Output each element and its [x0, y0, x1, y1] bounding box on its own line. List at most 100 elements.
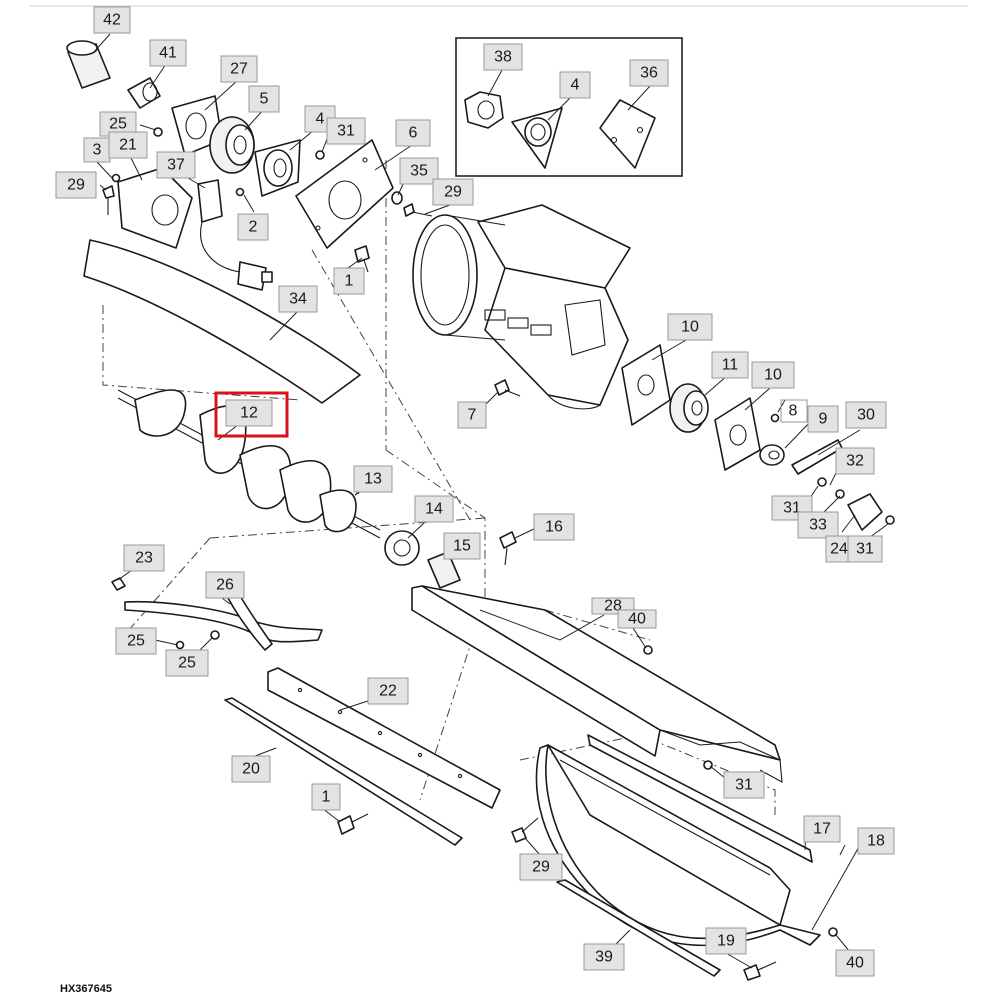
fasteners-upper: [102, 127, 433, 273]
svg-text:36: 36: [640, 65, 658, 82]
svg-text:29: 29: [444, 184, 462, 201]
part-24-knob: [817, 477, 895, 531]
figure-id: HX367645: [60, 983, 112, 995]
callout-5: 5: [248, 85, 280, 113]
svg-text:11: 11: [722, 357, 739, 374]
callout-7: 7: [457, 401, 487, 429]
svg-text:34: 34: [289, 291, 307, 308]
part-11-bearing: [669, 383, 709, 433]
part-20-strip: [224, 697, 463, 846]
svg-text:22: 22: [379, 683, 397, 700]
svg-text:31: 31: [783, 500, 801, 517]
svg-text:20: 20: [242, 761, 260, 778]
svg-text:31: 31: [337, 123, 355, 140]
callout-15: 15: [443, 532, 481, 560]
callout-4: 4: [559, 71, 591, 99]
svg-text:40: 40: [846, 955, 864, 972]
part-9-collar: [759, 413, 785, 466]
callout-38: 38: [483, 43, 523, 71]
part-16-bolt: [499, 531, 517, 566]
svg-text:21: 21: [119, 137, 137, 154]
svg-text:41: 41: [159, 45, 177, 62]
svg-text:3: 3: [93, 142, 102, 159]
svg-text:12: 12: [240, 405, 258, 422]
svg-text:23: 23: [135, 550, 153, 567]
callout-41: 41: [149, 39, 187, 67]
callout-8: 8: [780, 399, 808, 423]
svg-text:40: 40: [628, 611, 646, 628]
svg-text:14: 14: [425, 501, 443, 518]
callout-36: 36: [629, 59, 669, 87]
part-41-collar: [127, 77, 161, 109]
callout-26: 26: [205, 571, 245, 599]
part-36-plate: [599, 99, 656, 169]
callout-10: 10: [667, 313, 713, 341]
svg-text:39: 39: [595, 949, 613, 966]
svg-text:25: 25: [109, 116, 127, 133]
part-22-strip: [267, 667, 501, 809]
callout-29: 29: [55, 171, 97, 199]
part-4-flange-inset: [511, 107, 563, 169]
callout-29: 29: [432, 178, 474, 206]
callouts: 42 41 27 5 25 4 31 6 3 21 37 35 29 29 2 …: [55, 6, 895, 977]
callout-40: 40: [835, 949, 875, 977]
part-10-plate-b: [714, 397, 761, 471]
part-4-flange: [254, 139, 301, 197]
part-7-bolt: [494, 379, 521, 397]
svg-text:37: 37: [167, 157, 185, 174]
svg-text:2: 2: [249, 219, 258, 236]
callout-29: 29: [519, 853, 563, 881]
callout-9: 9: [807, 405, 839, 433]
callout-20: 20: [231, 755, 271, 783]
svg-text:13: 13: [364, 471, 382, 488]
part-6-mounting-plate: [295, 139, 394, 249]
callout-32: 32: [835, 447, 875, 475]
callout-16: 16: [533, 513, 575, 541]
part-14-sprocket: [384, 530, 420, 566]
part-5-bearing: [209, 116, 255, 174]
part-19-bolt: [743, 961, 777, 981]
part-40-nut-lower: [828, 927, 838, 937]
svg-text:30: 30: [857, 407, 875, 424]
inset-frame: [455, 37, 683, 177]
callout-31: 31: [326, 117, 366, 145]
svg-text:25: 25: [178, 655, 196, 672]
svg-text:19: 19: [717, 933, 735, 950]
callout-27: 27: [220, 55, 258, 83]
svg-text:16: 16: [545, 519, 563, 536]
part-42-bushing: [66, 40, 111, 89]
callout-21: 21: [108, 131, 148, 159]
callout-18: 18: [857, 827, 895, 855]
svg-text:42: 42: [103, 12, 121, 29]
callout-14: 14: [414, 495, 454, 523]
part-38-coupler: [464, 91, 504, 129]
svg-text:1: 1: [345, 273, 354, 290]
callout-2: 2: [237, 213, 269, 241]
svg-text:29: 29: [67, 177, 85, 194]
callout-22: 22: [367, 677, 409, 705]
callout-40: 40: [617, 609, 657, 629]
callout-37: 37: [156, 151, 196, 179]
callout-25: 25: [115, 627, 157, 655]
svg-text:4: 4: [571, 77, 580, 94]
callout-1: 1: [311, 783, 341, 811]
svg-text:31: 31: [735, 777, 753, 794]
svg-text:9: 9: [819, 411, 828, 428]
callout-31: 31: [723, 771, 765, 799]
part-15-spacer: [427, 551, 461, 589]
svg-text:18: 18: [867, 833, 885, 850]
callout-39: 39: [583, 943, 625, 971]
callout-25: 25: [165, 649, 209, 677]
callout-13: 13: [353, 465, 393, 493]
svg-text:27: 27: [230, 61, 248, 78]
callout-30: 30: [845, 401, 887, 429]
callout-42: 42: [93, 6, 131, 34]
svg-text:25: 25: [127, 633, 145, 650]
part-37-sensor: [197, 179, 273, 291]
svg-text:4: 4: [316, 111, 325, 128]
svg-text:5: 5: [260, 91, 269, 108]
callout-31: 31: [847, 535, 883, 563]
svg-text:6: 6: [409, 125, 418, 142]
part-26-scraper: [111, 577, 323, 651]
callout-12: 12: [225, 399, 273, 427]
